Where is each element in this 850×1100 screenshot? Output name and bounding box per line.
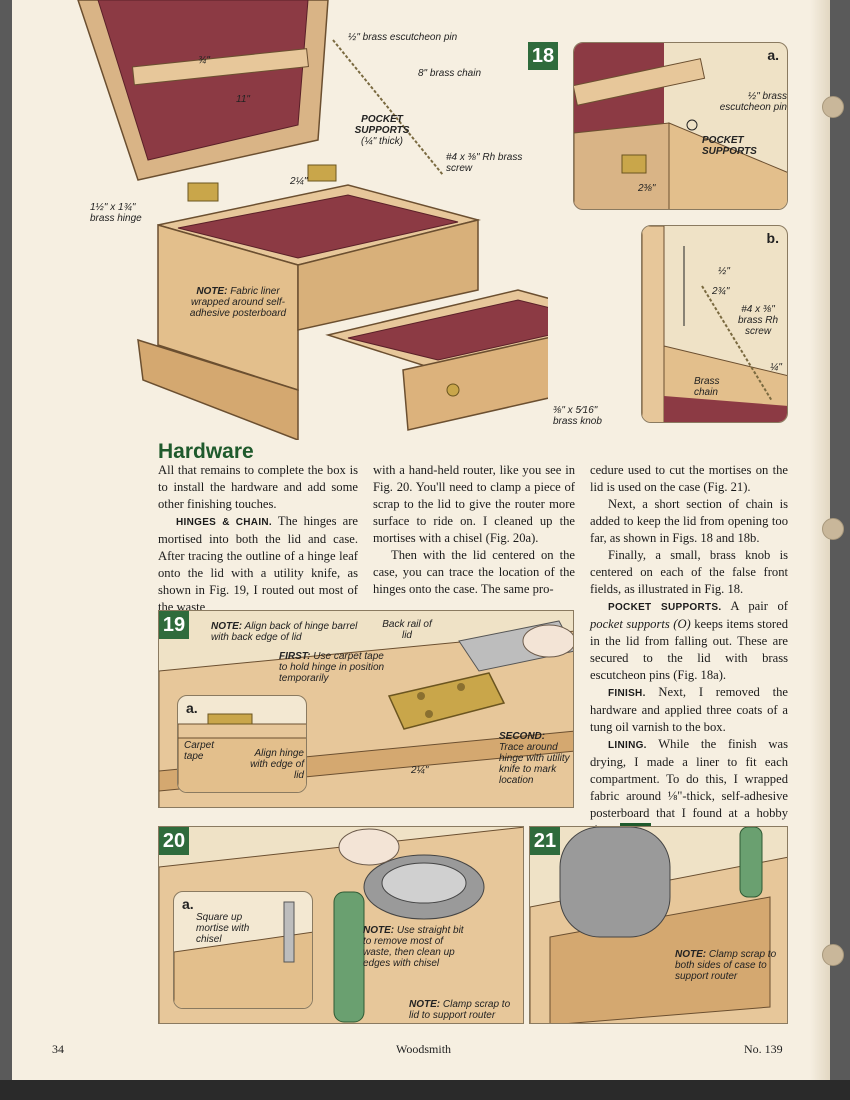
- label-dim-11: 11": [236, 94, 250, 105]
- label-19-dim: 2¼": [411, 765, 429, 776]
- figure-19-number: 19: [159, 611, 189, 639]
- col3-para-6-text: While the finish was drying, I made a li…: [590, 737, 788, 837]
- col3-para-6: LINING. While the finish was drying, I m…: [590, 736, 788, 840]
- figure-18-main: ½" brass escutcheon pin 8" brass chain P…: [48, 0, 631, 442]
- note-fabric-liner: NOTE: Fabric liner wrapped around self-a…: [188, 286, 288, 319]
- figure-18a: a. ½" brass escutcheon pin POCKET SUPPOR…: [573, 42, 788, 210]
- label-brass-hinge: 1½" x 1¾" brass hinge: [90, 202, 142, 224]
- label-carpet-tape: Carpet tape: [184, 740, 215, 762]
- note-clamp-lid: NOTE: Clamp scrap to lid to support rout…: [409, 999, 521, 1021]
- figure-20a-illustration: [174, 901, 312, 1008]
- label-18a-pin: ½" brass escutcheon pin: [719, 91, 787, 113]
- note-clamp-lid-bold: NOTE:: [409, 999, 441, 1010]
- figure-18-number: 18: [528, 42, 558, 70]
- col1-para-2-text: The hinges are mortised into both the li…: [158, 514, 358, 614]
- figure-19a-letter: a.: [186, 700, 198, 716]
- figure-20: 20 a. Square up mortise with chisel NOTE…: [158, 826, 524, 1024]
- label-dim-3-4: ¾": [198, 55, 210, 66]
- page-number: 34: [52, 1042, 64, 1056]
- col3-para-5: FINISH. Next, I removed the hardware and…: [590, 684, 788, 736]
- note-first-text: Use carpet tape to hold hinge in positio…: [279, 651, 385, 684]
- note-first-bold: FIRST:: [279, 651, 311, 662]
- run-in-hinges-chain: HINGES & CHAIN.: [176, 517, 273, 528]
- text-column-1: All that remains to complete the box is …: [158, 462, 358, 616]
- note-straight-bit-bold: NOTE:: [363, 925, 395, 936]
- figure-20a: a. Square up mortise with chisel: [173, 891, 313, 1009]
- figure-19a-illustration: [178, 713, 306, 792]
- col3-para-3: Finally, a small, brass knob is centered…: [590, 548, 788, 596]
- figure-21-illustration: [530, 827, 787, 1023]
- label-pocket-supports: POCKET SUPPORTS (¼" thick): [342, 114, 422, 147]
- label-align-hinge: Align hinge with edge of lid: [250, 748, 304, 781]
- col3-para-4-a: A pair of: [721, 599, 788, 613]
- label-back-rail: Back rail of lid: [382, 619, 432, 641]
- figure-18a-illustration: [574, 43, 787, 209]
- col3-para-4-b: keeps items stored in the lid from falli…: [590, 617, 788, 682]
- note-align-barrel-text: Align back of hinge barrel with back edg…: [211, 621, 358, 643]
- note-align-barrel-bold: NOTE:: [211, 621, 243, 632]
- figure-21: 21 NOTE: Clamp scrap to both sides of ca…: [529, 826, 788, 1024]
- label-brass-knob: ⅜" x 5⁄16" brass knob: [553, 405, 602, 427]
- label-pocket-supports-sub: (¼" thick): [361, 136, 403, 147]
- note-clamp-case: NOTE: Clamp scrap to both sides of case …: [675, 949, 785, 982]
- note-first: FIRST: Use carpet tape to hold hinge in …: [279, 651, 389, 684]
- figure-18b: b. ½" 2¾" #4 x ⅜" brass Rh screw ¼" Bras…: [641, 225, 788, 423]
- col3-para-5-text: Next, I removed the hardware and applied…: [590, 685, 788, 734]
- figure-18a-letter: a.: [767, 47, 779, 63]
- text-column-2: with a hand-held router, like you see in…: [373, 462, 575, 598]
- binder-hole-top: [822, 96, 844, 118]
- label-18a-supports: POCKET SUPPORTS: [702, 135, 757, 157]
- label-dim-2-1-4: 2¼": [290, 176, 308, 187]
- issue-number: No. 139: [744, 1042, 783, 1056]
- col1-para-2: HINGES & CHAIN. The hinges are mortised …: [158, 513, 358, 616]
- note-straight-bit: NOTE: Use straight bit to remove most of…: [363, 925, 473, 969]
- figure-20-number: 20: [159, 827, 189, 855]
- binder-hole-bottom: [822, 944, 844, 966]
- label-18b-screw: #4 x ⅜" brass Rh screw: [737, 304, 778, 337]
- scan-bottom-strip: [0, 1080, 850, 1100]
- note-clamp-lid-text: Clamp scrap to lid to support router: [409, 999, 511, 1021]
- note-align-barrel: NOTE: Align back of hinge barrel with ba…: [211, 621, 361, 643]
- run-in-lining: LINING.: [608, 740, 647, 751]
- page-edge-shade: [810, 0, 830, 1080]
- magazine-name: Woodsmith: [396, 1042, 452, 1056]
- label-18b-quarter: ¼": [770, 362, 782, 373]
- label-rh-screw: #4 x ⅜" Rh brass screw: [446, 152, 523, 174]
- binder-hole-middle: [822, 518, 844, 540]
- run-in-pocket-supports: POCKET SUPPORTS.: [608, 602, 722, 613]
- figure-20a-letter: a.: [182, 896, 194, 912]
- figure-21-number: 21: [530, 827, 560, 855]
- label-escutcheon-pin: ½" brass escutcheon pin: [348, 32, 458, 43]
- label-square-up: Square up mortise with chisel: [196, 912, 250, 945]
- note-fabric-liner-bold: NOTE:: [196, 286, 228, 297]
- run-in-finish: FINISH.: [608, 688, 646, 699]
- col3-para-1: cedure used to cut the mortises on the l…: [590, 463, 788, 494]
- label-18b-2-3-4: 2¾": [712, 286, 730, 297]
- label-pocket-supports-title: POCKET SUPPORTS: [354, 114, 410, 136]
- figure-18b-illustration: [642, 226, 787, 422]
- col2-para-1: with a hand-held router, like you see in…: [373, 463, 575, 545]
- label-18b-chain: Brass chain: [694, 376, 720, 398]
- note-second: SECOND: Trace around hinge with utility …: [499, 731, 571, 786]
- label-18a-dim: 2⅜": [638, 183, 656, 194]
- col1-para-1: All that remains to complete the box is …: [158, 463, 358, 511]
- label-18b-half: ½": [718, 266, 730, 277]
- note-clamp-case-text: Clamp scrap to both sides of case to sup…: [675, 949, 777, 982]
- note-second-bold: SECOND:: [499, 731, 546, 742]
- figure-18b-letter: b.: [766, 230, 779, 246]
- col3-para-2: Next, a short section of chain is added …: [590, 497, 788, 545]
- magazine-page: ½" brass escutcheon pin 8" brass chain P…: [12, 0, 830, 1080]
- note-fabric-liner-text: Fabric liner wrapped around self-adhesiv…: [189, 286, 287, 319]
- note-straight-bit-text: Use straight bit to remove most of waste…: [363, 925, 464, 969]
- col2-para-2: Then with the lid centered on the case, …: [373, 548, 575, 596]
- section-heading: Hardware: [158, 440, 254, 463]
- col3-para-4: POCKET SUPPORTS. A pair of pocket suppor…: [590, 598, 788, 684]
- label-brass-chain: 8" brass chain: [418, 68, 482, 79]
- note-clamp-case-bold: NOTE:: [675, 949, 707, 960]
- figure-19a: a. Carpet tape Align hinge with edge of …: [177, 695, 307, 793]
- figure-19: 19 NOTE: Align back of hinge barrel with…: [158, 610, 574, 808]
- col3-para-4-ital: pocket supports (O): [590, 617, 691, 631]
- text-column-3: cedure used to cut the mortises on the l…: [590, 462, 788, 840]
- note-second-text: Trace around hinge with utility knife to…: [499, 742, 570, 786]
